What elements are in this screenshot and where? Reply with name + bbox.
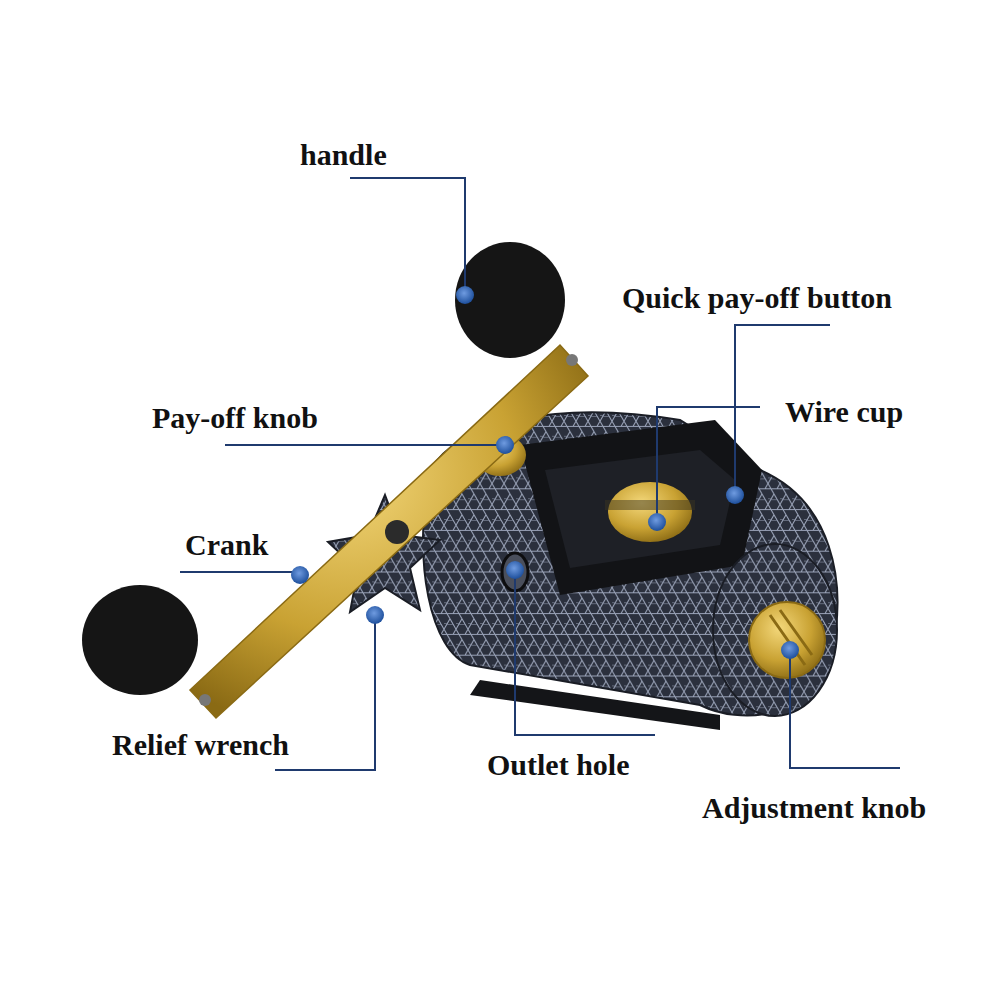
leader-line [180,571,300,573]
part-label: handle [300,137,387,173]
reel-frame [520,420,762,595]
leader-line [515,570,655,735]
part-label: Crank [185,527,268,563]
part-label: Pay-off knob [152,400,318,436]
leader-dot [648,513,666,531]
handle-knob [455,242,565,358]
part-label: Outlet hole [487,747,630,783]
spool-window [545,450,735,568]
reel [82,242,837,730]
leader-dots [291,286,799,659]
leader-line [275,615,375,770]
leader-dot [726,486,744,504]
leader-dot [496,436,514,454]
leader-dot [366,606,384,624]
part-label: Quick pay-off button [622,280,892,316]
leader-dot [456,286,474,304]
knob-screw [566,354,578,366]
handle-knob [82,585,198,695]
leader-line [350,178,465,295]
reel-foot [470,680,720,730]
leader-dot [781,641,799,659]
handle-nut [385,520,409,544]
part-label: Adjustment knob [702,790,926,826]
spool [608,482,692,542]
knob-screw [199,694,211,706]
leader-line [790,650,900,768]
part-label: Relief wrench [112,727,289,763]
leader-dot [506,561,524,579]
knob-grip [770,610,812,665]
part-label: Wire cup [785,394,903,430]
leader-lines [180,178,900,770]
side-cap [713,544,837,716]
spool-shadow [605,500,695,510]
adjustment-knob [749,602,825,678]
leader-line [225,444,505,446]
leader-line [657,407,760,522]
leader-dot [291,566,309,584]
